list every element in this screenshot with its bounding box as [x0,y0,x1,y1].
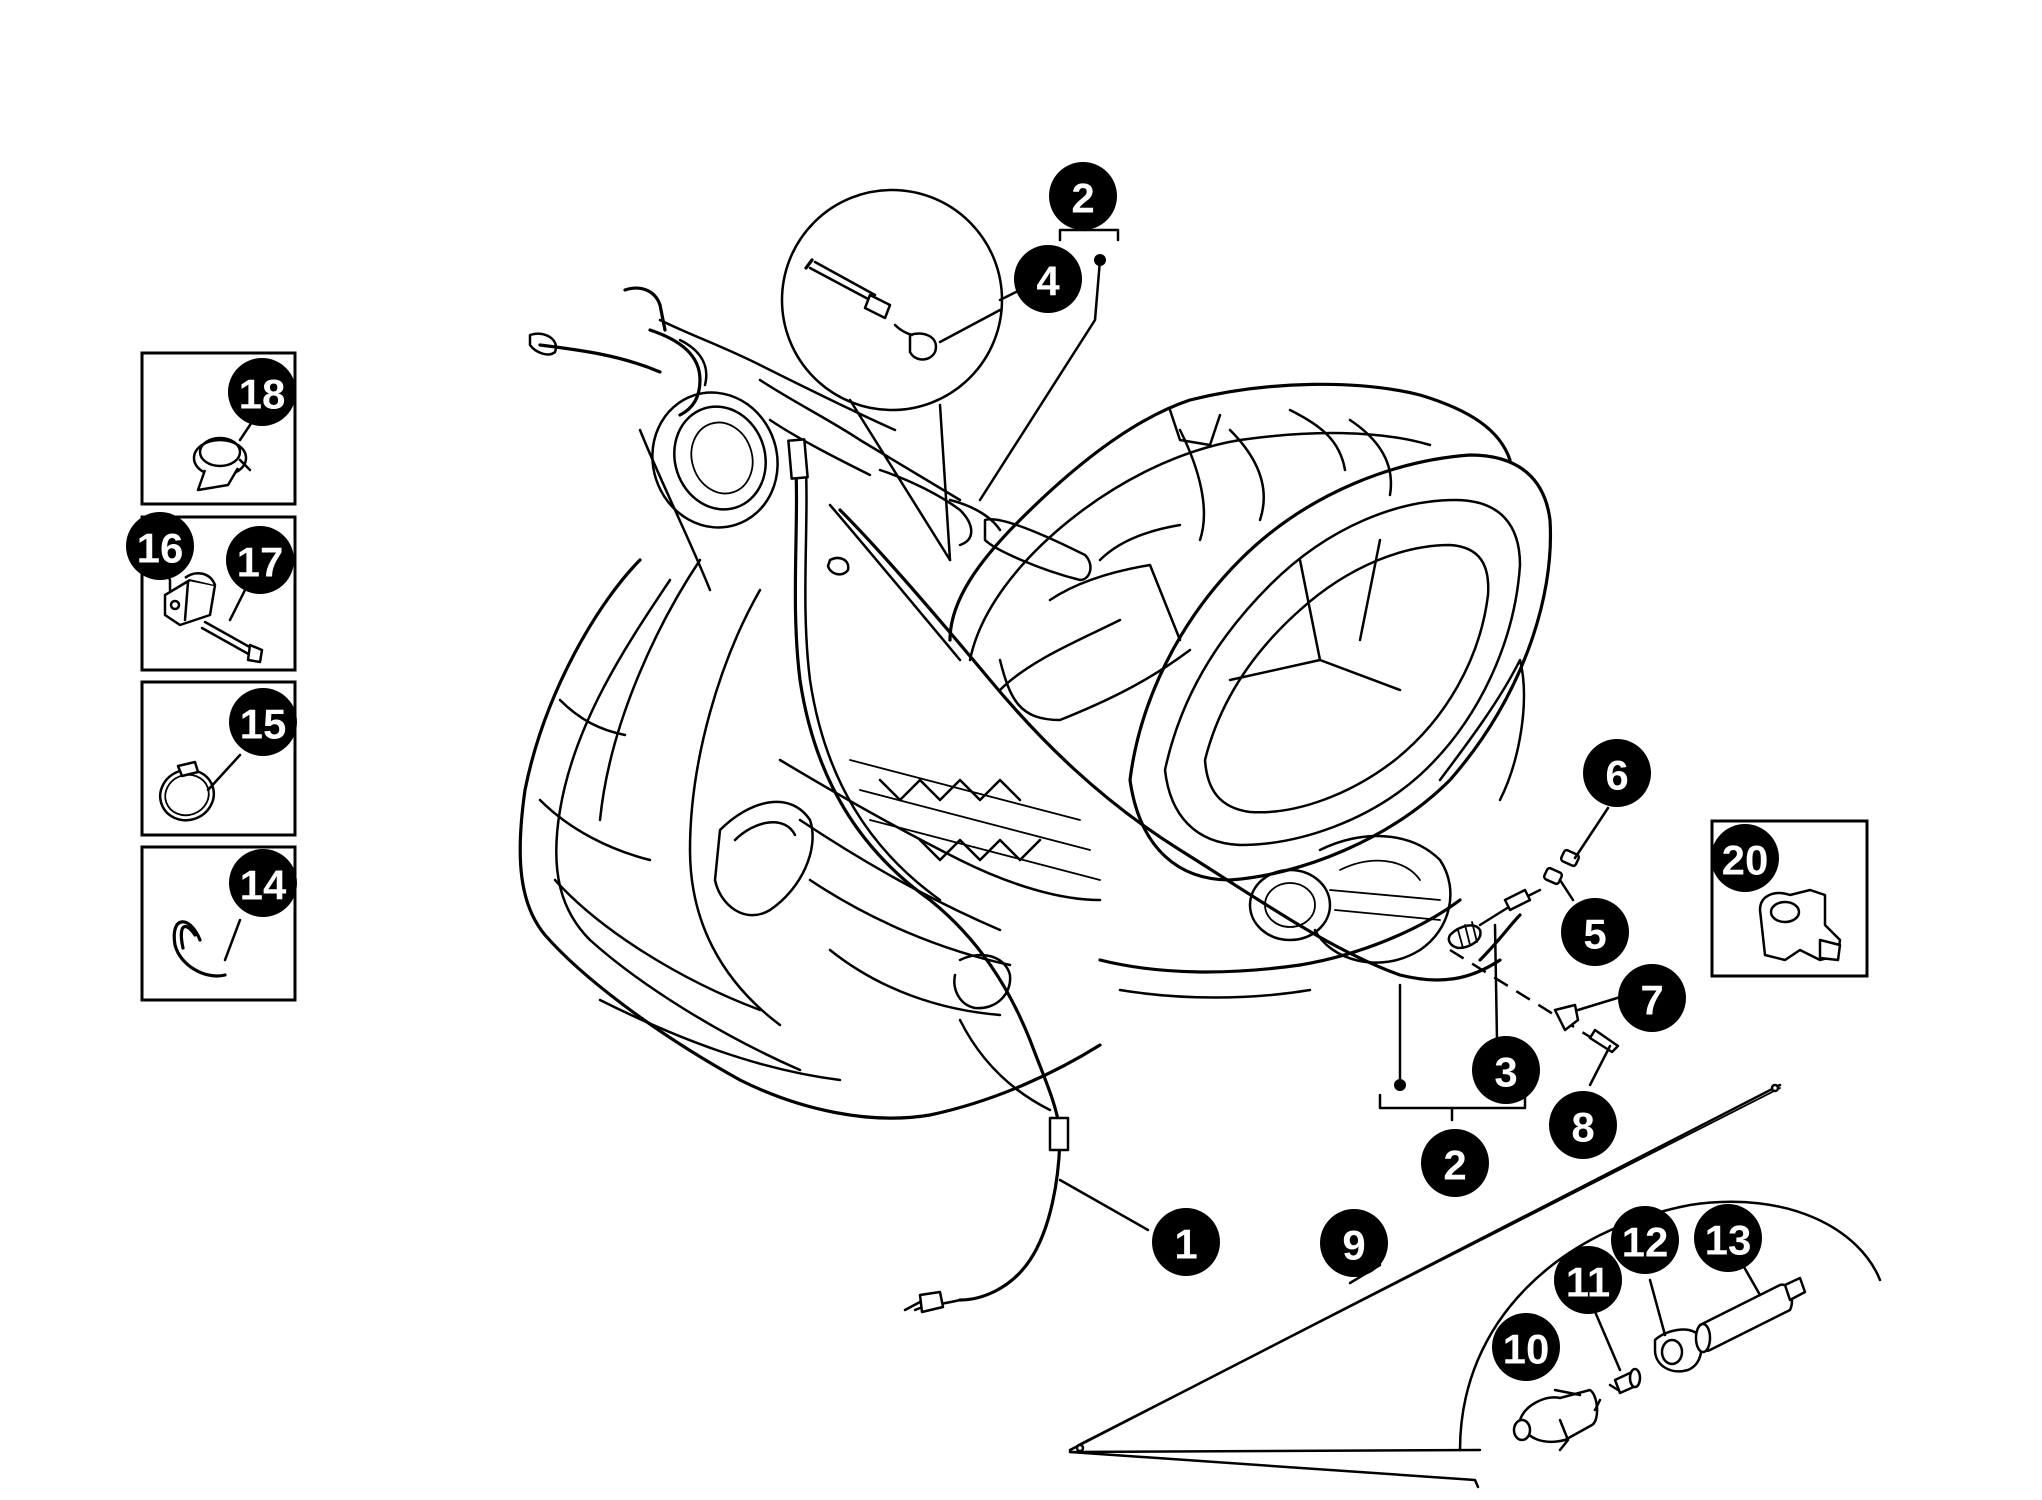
callout-18[interactable]: 18 [228,358,296,426]
small-parts [1542,848,1620,1054]
callout-7[interactable]: 7 [1618,964,1686,1032]
svg-text:6: 6 [1605,752,1628,799]
svg-text:11: 11 [1566,1259,1610,1306]
svg-text:8: 8 [1571,1104,1594,1151]
bolt-icon [200,620,264,664]
callout-13[interactable]: 13 [1694,1204,1762,1272]
callout-3[interactable]: 3 [1472,1036,1540,1104]
speedometer-cable [787,438,1070,1314]
callout-16[interactable]: 16 [126,512,194,580]
callout-12[interactable]: 12 [1611,1206,1679,1274]
callout-2-bottom[interactable]: 2 [1421,1129,1489,1197]
svg-text:2: 2 [1443,1142,1466,1189]
svg-text:17: 17 [237,539,284,586]
svg-text:16: 16 [137,525,184,572]
svg-text:1: 1 [1174,1221,1197,1268]
hose-clamp-icon [192,436,252,492]
leader-lines [978,218,1629,1285]
callout-20[interactable]: 20 [1711,824,1779,892]
cable-end-3 [1447,888,1542,950]
cable-connector-icon [1758,888,1842,962]
svg-text:18: 18 [239,371,286,418]
svg-text:5: 5 [1583,911,1606,958]
svg-text:15: 15 [240,701,287,748]
callout-2-top[interactable]: 2 [1049,162,1117,230]
callout-10[interactable]: 10 [1492,1313,1560,1381]
callout-15[interactable]: 15 [229,688,297,756]
svg-text:2: 2 [1071,175,1094,222]
svg-text:3: 3 [1494,1049,1517,1096]
split-ring-icon [172,920,227,978]
svg-text:12: 12 [1622,1219,1669,1266]
callout-9[interactable]: 9 [1320,1209,1388,1277]
inset-box-14 [140,845,297,1002]
callout-badges: 1 2 2 3 4 5 6 7 [126,162,1779,1381]
callout-4[interactable]: 4 [1014,245,1082,313]
scooter-drawing [518,286,1553,1120]
svg-text:14: 14 [240,862,287,909]
callout-5[interactable]: 5 [1561,898,1629,966]
svg-text:9: 9 [1342,1222,1365,1269]
callout-14[interactable]: 14 [229,849,297,917]
svg-text:7: 7 [1640,977,1663,1024]
svg-text:4: 4 [1036,258,1060,305]
cable-fittings-10-13 [1512,1258,1807,1452]
svg-text:13: 13 [1705,1217,1752,1264]
inner-cable-9 [1068,1083,1882,1489]
detail-inset-top [780,188,1004,562]
callout-8[interactable]: 8 [1549,1091,1617,1159]
callout-6[interactable]: 6 [1583,739,1651,807]
callout-11[interactable]: 11 [1554,1246,1622,1314]
throttle-cable [826,503,1522,982]
bracket-icon [163,572,217,627]
assembly-guide-line [1449,948,1596,1042]
callout-1[interactable]: 1 [1152,1208,1220,1276]
svg-text:20: 20 [1722,837,1769,884]
svg-text:10: 10 [1503,1326,1550,1373]
callout-17[interactable]: 17 [226,526,294,594]
